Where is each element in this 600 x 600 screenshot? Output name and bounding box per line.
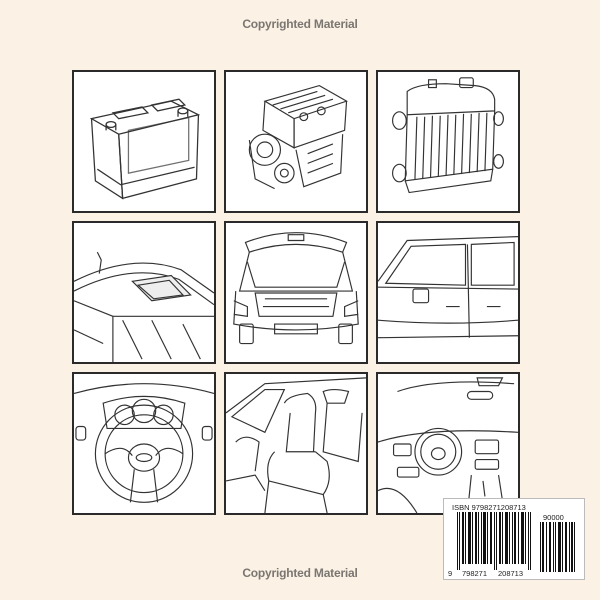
panel-car-side-doors — [376, 221, 520, 364]
hatchback-illustration-icon — [233, 232, 359, 345]
radiator-illustration-icon — [392, 77, 504, 194]
barcode-digit-group1: 798271 — [462, 569, 488, 578]
dashboard-illustration-icon — [378, 377, 518, 513]
copyright-watermark-top: Copyrighted Material — [242, 17, 358, 31]
panel-hatchback-trunk — [224, 221, 368, 364]
panel-car-roof — [72, 221, 216, 364]
panel-car-interior-dashboard — [376, 372, 520, 515]
copyright-watermark-bottom: Copyrighted Material — [242, 566, 358, 580]
car-roof-illustration-icon — [74, 251, 214, 362]
panel-car-battery — [72, 70, 216, 213]
steering-wheel-illustration-icon — [74, 383, 214, 503]
barcode-digit-prefix: 9 — [448, 569, 453, 578]
panel-car-seats — [224, 372, 368, 515]
barcode-digit-group2: 208713 — [498, 569, 524, 578]
barcode-addon-code: 90000 — [543, 513, 564, 522]
battery-illustration-icon — [89, 98, 201, 200]
car-side-illustration-icon — [378, 236, 518, 339]
isbn-label: ISBN 9798271208713 — [452, 503, 526, 512]
barcode-addon-bars-icon — [540, 522, 575, 572]
panel-radiator — [376, 70, 520, 213]
isbn-barcode: ISBN 9798271208713 90000 9 79 — [443, 498, 585, 580]
car-seats-illustration-icon — [226, 377, 366, 513]
panel-steering-wheel — [72, 372, 216, 515]
panel-car-engine — [224, 70, 368, 213]
engine-illustration-icon — [248, 84, 348, 190]
barcode-main-bars-icon — [457, 512, 531, 570]
